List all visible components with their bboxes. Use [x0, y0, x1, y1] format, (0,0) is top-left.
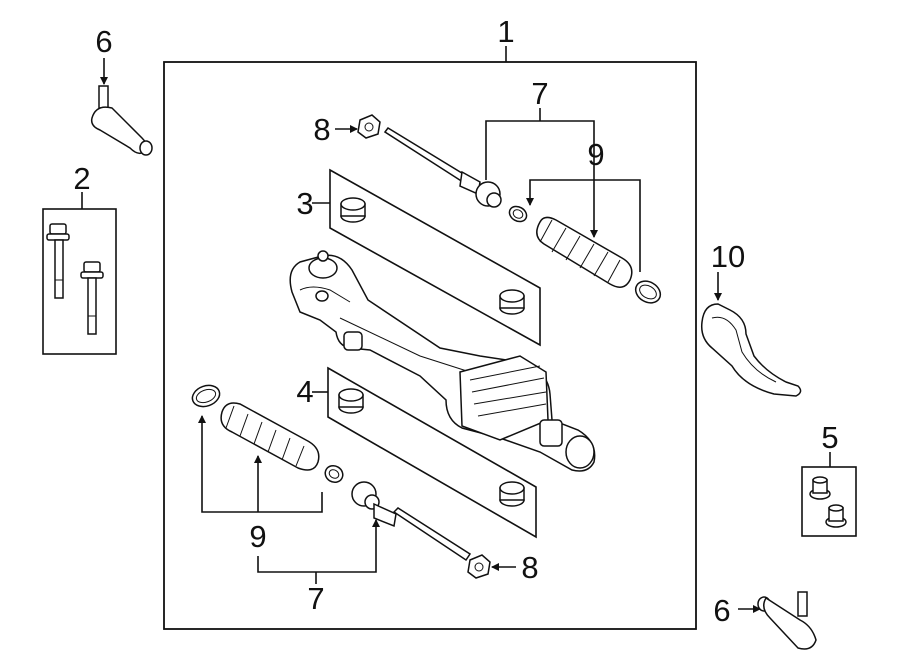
bushing-icon — [340, 197, 366, 223]
jam-nut-lower — [467, 554, 491, 579]
upper-bushing-kit-box — [312, 168, 541, 347]
inner-tie-rod-lower — [351, 481, 472, 562]
inner-tie-rod-upper — [383, 127, 502, 208]
callout-6-upper: 6 — [95, 24, 112, 59]
callout-4: 4 — [296, 374, 313, 409]
bushing-icon — [499, 289, 525, 315]
callout-5: 5 — [821, 420, 838, 455]
nuts-box — [801, 452, 857, 537]
heat-shield — [700, 303, 802, 397]
flange-nut-icon — [809, 476, 831, 500]
callout-1: 1 — [497, 14, 514, 49]
callout-8-lower: 8 — [521, 550, 538, 585]
callout-6-lower: 6 — [713, 593, 730, 628]
bolt-icon — [46, 223, 70, 299]
outer-tie-rod-upper — [90, 85, 153, 156]
callout-9-lower: 9 — [249, 519, 266, 554]
boot-kit-upper — [508, 205, 662, 304]
callout-2: 2 — [73, 161, 90, 196]
bushing-icon — [338, 388, 364, 414]
callout-8-upper: 8 — [313, 112, 330, 147]
bolts-box — [42, 192, 117, 355]
callout-10: 10 — [711, 239, 745, 274]
callout-7-lower: 7 — [307, 581, 324, 616]
jam-nut-upper — [357, 114, 381, 139]
bushing-icon — [499, 481, 525, 507]
outer-tie-rod-lower — [757, 591, 817, 650]
bolt-icon — [80, 261, 104, 335]
boot-kit-lower — [191, 384, 344, 484]
flange-nut-icon — [825, 504, 847, 528]
steering-rack-housing — [289, 250, 596, 472]
callout-7-upper: 7 — [531, 76, 548, 111]
callout-9-upper: 9 — [587, 137, 604, 172]
lower-bushing-kit-box — [312, 366, 537, 539]
rack-assembly-frame — [163, 61, 697, 630]
callout-3: 3 — [296, 186, 313, 221]
